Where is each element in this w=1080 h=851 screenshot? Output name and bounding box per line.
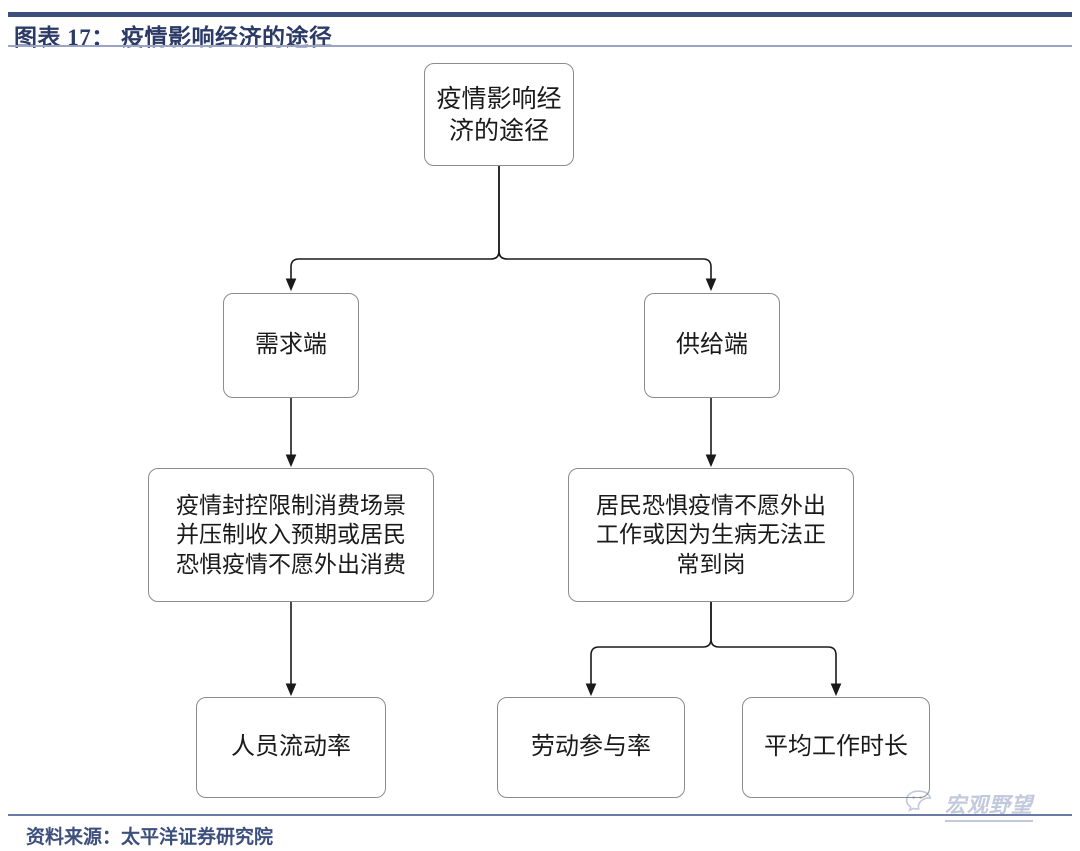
header-rule-top [8,12,1072,17]
node-demand-detail[interactable]: 疫情封控限制消费场景 并压制收入预期或居民 恐惧疫情不愿外出消费 [148,468,434,602]
node-demand-detail-label: 疫情封控限制消费场景 并压制收入预期或居民 恐惧疫情不愿外出消费 [176,491,406,577]
node-labor-participation-rate-label: 劳动参与率 [531,733,651,761]
source-note: 资料来源：太平洋证券研究院 [26,827,274,848]
node-demand-label: 需求端 [255,331,327,359]
connector-layer [285,165,842,697]
node-demand[interactable]: 需求端 [223,293,359,398]
node-supply-detail-label: 居民恐惧疫情不愿外出 工作或因为生病无法正 常到岗 [596,491,826,577]
node-average-working-hours-label: 平均工作时长 [764,733,908,761]
node-supply-label: 供给端 [676,331,748,359]
flowchart-canvas: 疫情影响经 济的途径 需求端 供给端 疫情封控限制消费场景 并压制收入预期或居民… [0,47,1080,814]
node-supply[interactable]: 供给端 [644,293,780,398]
node-root-label: 疫情影响经 济的途径 [436,84,562,145]
node-root[interactable]: 疫情影响经 济的途径 [424,63,574,166]
node-labor-participation-rate[interactable]: 劳动参与率 [497,697,685,798]
footer-rule [8,814,1072,816]
node-supply-detail[interactable]: 居民恐惧疫情不愿外出 工作或因为生病无法正 常到岗 [568,468,854,602]
edge-root-to-children [285,165,717,292]
node-mobility-rate[interactable]: 人员流动率 [196,697,386,798]
node-average-working-hours[interactable]: 平均工作时长 [742,697,930,798]
header-rule-bottom [8,45,1072,47]
edge-supply-detail-to-outcomes [585,602,842,697]
node-mobility-rate-label: 人员流动率 [231,733,351,761]
